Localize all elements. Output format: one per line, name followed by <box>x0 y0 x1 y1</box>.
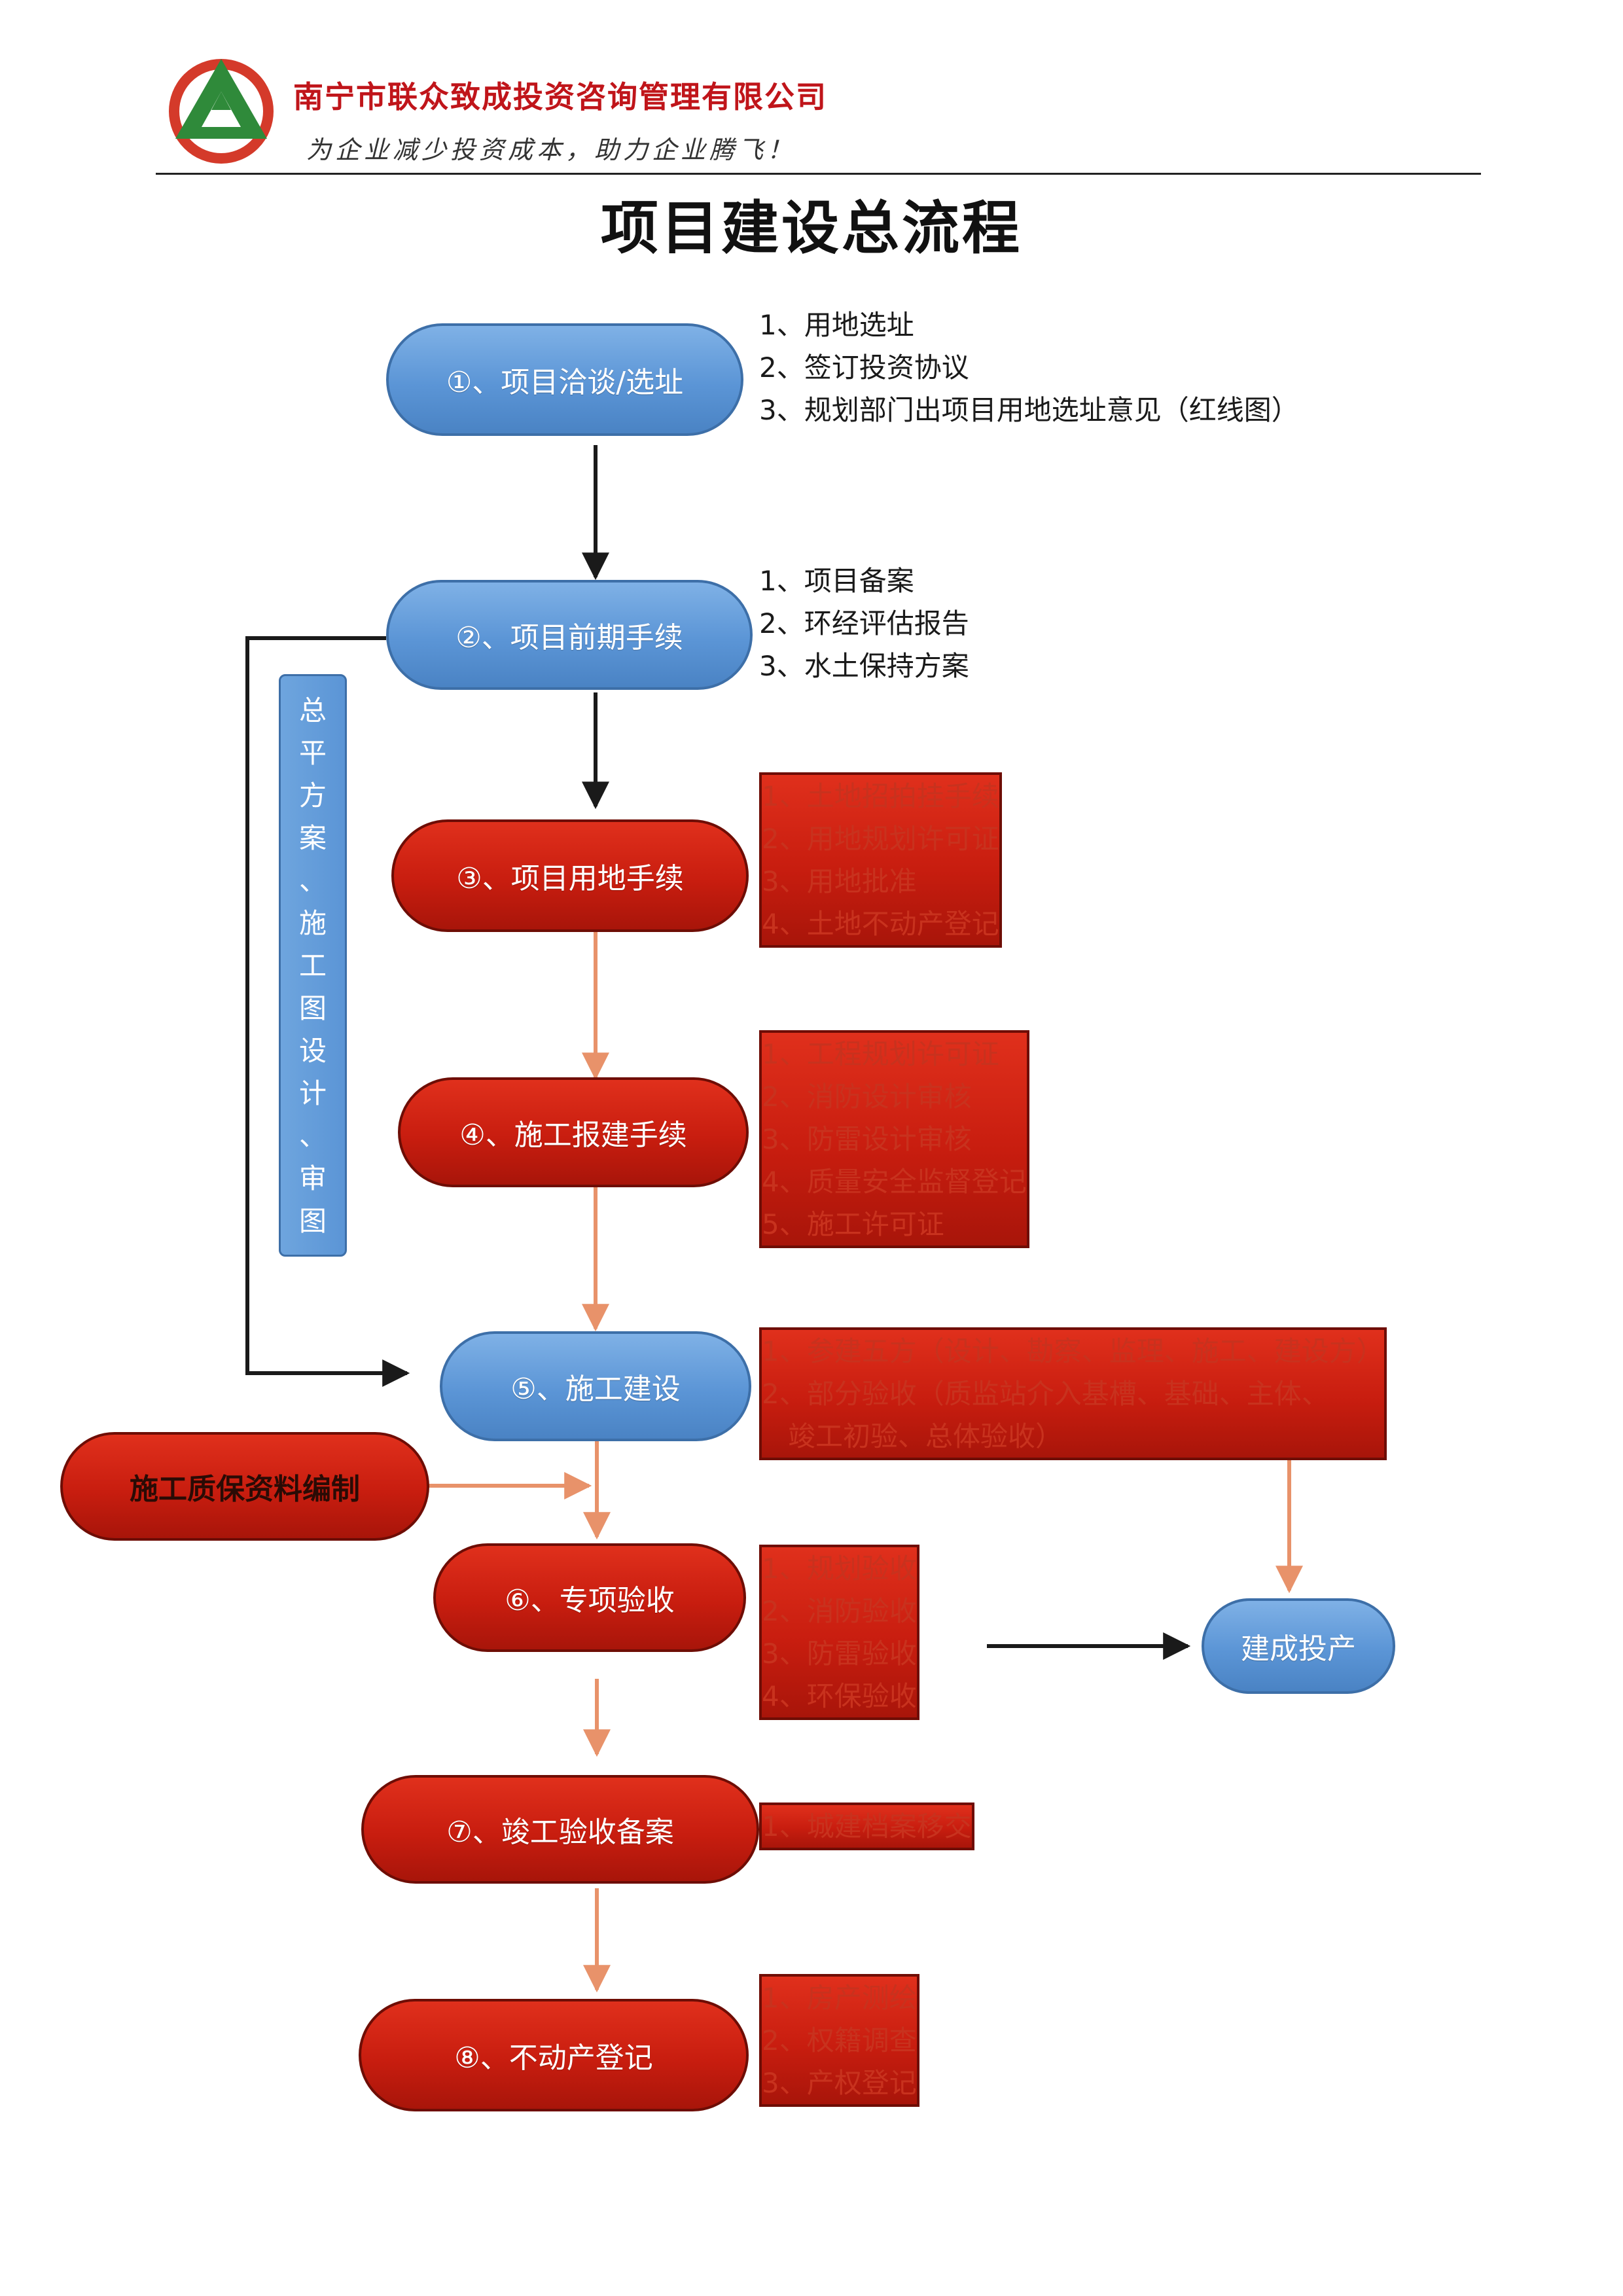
node-5-construction: ⑤、施工建设 <box>440 1331 751 1441</box>
list-node-8: 1、房产测绘 2、权籍调查 3、产权登记 <box>759 1974 919 2107</box>
list-item: 1、城建档案移交 <box>762 1810 972 1842</box>
company-slogan: 为企业减少投资成本，助力企业腾飞！ <box>306 135 796 164</box>
design-review-label: 总平方 案、施 工图设 计、审 图 <box>279 674 347 1257</box>
node-quality-docs: 施工质保资料编制 <box>60 1432 429 1541</box>
node-3-land: ③、项目用地手续 <box>391 819 749 932</box>
list-item: 2、消防验收 <box>762 1595 917 1627</box>
list-item: 2、用地规划许可证 <box>762 823 999 855</box>
node-6-special-acceptance: ⑥、专项验收 <box>433 1543 746 1652</box>
list-item: 1、土地招拍挂手续 <box>762 780 999 812</box>
list-item: 2、部分验收（质监站介入基槽、基础、主体、 <box>762 1378 1329 1410</box>
list-item: 4、环保验收 <box>762 1680 917 1712</box>
list-item: 3、产权登记 <box>762 2067 917 2099</box>
list-node-2: 1、项目备案 2、环经评估报告 3、水土保持方案 <box>759 560 969 687</box>
list-item: 4、土地不动产登记 <box>762 908 999 940</box>
list-node-1: 1、用地选址 2、签订投资协议 3、规划部门出项目用地选址意见（红线图） <box>759 304 1299 431</box>
node-final-production: 建成投产 <box>1202 1598 1395 1694</box>
header-divider <box>156 173 1481 175</box>
page-title: 项目建设总流程 <box>600 194 1022 262</box>
list-node-7: 1、城建档案移交 <box>759 1803 974 1850</box>
arrow-bypass-2-5 <box>245 636 410 1387</box>
node-2-preliminary: ②、项目前期手续 <box>386 580 753 690</box>
list-item: 1、工程规划许可证 <box>762 1038 999 1070</box>
list-item: 3、防雷验收 <box>762 1638 917 1670</box>
list-item: 1、项目备案 <box>759 565 914 597</box>
list-item: 2、消防设计审核 <box>762 1081 972 1113</box>
list-item: 1、规划验收 <box>762 1552 917 1585</box>
list-item: 2、环经评估报告 <box>759 607 969 639</box>
node-8-property-registration: ⑧、不动产登记 <box>359 1999 749 2111</box>
list-item: 3、用地批准 <box>762 865 917 897</box>
list-item: 1、参建五方（设计、勘察、监理、施工、建设方） <box>762 1335 1384 1367</box>
list-node-6: 1、规划验收 2、消防验收 3、防雷验收 4、环保验收 <box>759 1545 919 1720</box>
list-item: 竣工初验、总体验收） <box>788 1420 1063 1452</box>
list-item: 2、权籍调查 <box>762 2024 917 2056</box>
list-item: 2、签订投资协议 <box>759 351 969 384</box>
node-4-permits: ④、施工报建手续 <box>398 1077 749 1187</box>
node-7-completion-filing: ⑦、竣工验收备案 <box>361 1775 759 1884</box>
list-item: 1、房产测绘 <box>762 1982 917 2014</box>
list-item: 1、用地选址 <box>759 309 914 341</box>
list-item: 3、防雷设计审核 <box>762 1123 972 1155</box>
company-logo <box>156 51 292 164</box>
list-node-5: 1、参建五方（设计、勘察、监理、施工、建设方） 2、部分验收（质监站介入基槽、基… <box>759 1327 1387 1460</box>
list-node-3: 1、土地招拍挂手续 2、用地规划许可证 3、用地批准 4、土地不动产登记 <box>759 772 1002 948</box>
list-item: 5、施工许可证 <box>762 1208 944 1240</box>
list-node-4: 1、工程规划许可证 2、消防设计审核 3、防雷设计审核 4、质量安全监督登记 5… <box>759 1030 1029 1248</box>
node-1-negotiation: ①、项目洽谈/选址 <box>386 323 743 436</box>
list-item: 3、规划部门出项目用地选址意见（红线图） <box>759 394 1299 426</box>
list-item: 3、水土保持方案 <box>759 650 969 682</box>
company-name: 南宁市联众致成投资咨询管理有限公司 <box>293 79 827 115</box>
list-item: 4、质量安全监督登记 <box>762 1166 1027 1198</box>
